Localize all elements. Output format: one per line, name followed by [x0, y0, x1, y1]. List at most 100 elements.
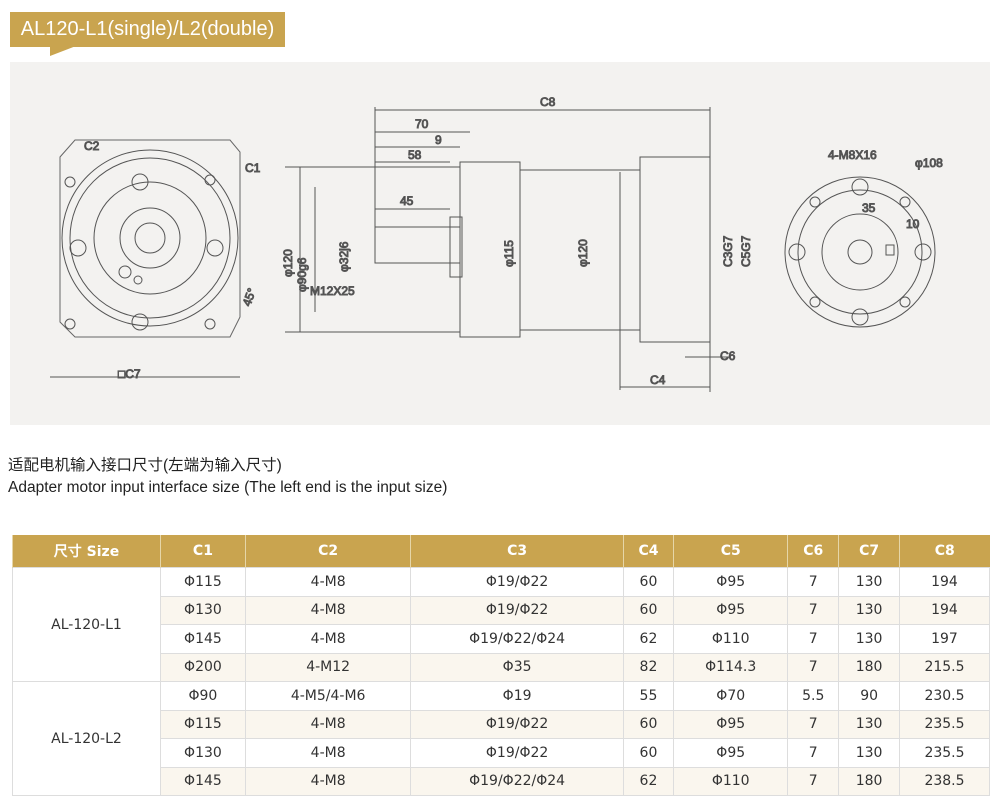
table-cell: Φ114.3	[673, 652, 789, 682]
table-cell: 4-M8	[244, 624, 412, 654]
label-c2: C2	[84, 139, 100, 153]
table-cell: Φ115	[160, 709, 246, 739]
label-phi120-body: φ120	[576, 239, 590, 267]
table-cell: 180	[838, 652, 900, 682]
table-cell: Φ110	[673, 624, 789, 654]
column-header: C8	[898, 535, 990, 568]
label-c4: C4	[650, 373, 666, 387]
label-phi120: φ120	[281, 249, 295, 277]
table-cell: Φ95	[673, 595, 789, 625]
table-cell: 180	[838, 766, 900, 796]
column-header: C4	[622, 535, 674, 568]
table-cell: Φ130	[160, 738, 246, 768]
column-header: C5	[673, 535, 788, 568]
table-cell: Φ200	[160, 652, 246, 682]
output-end-view	[784, 176, 936, 328]
table-cell: Φ145	[160, 624, 246, 654]
table-cell: 4-M8	[244, 567, 412, 597]
table-cell: Φ95	[673, 709, 789, 739]
table-cell: Φ19/Φ22	[410, 738, 624, 768]
label-45deg: 45°	[240, 286, 259, 308]
table-cell: 4-M12	[244, 652, 412, 682]
label-c6: C6	[720, 349, 736, 363]
model-cell: AL-120-L1	[12, 567, 161, 682]
table-cell: Φ95	[673, 738, 789, 768]
table-cell: 62	[622, 624, 675, 654]
table-cell: 215.5	[898, 652, 991, 682]
table-cell: 60	[622, 738, 675, 768]
table-cell: Φ115	[160, 567, 246, 597]
flange-front-view	[50, 139, 241, 378]
table-cell: 7	[787, 766, 840, 796]
table-cell: 7	[787, 624, 840, 654]
table-cell: Φ90	[160, 681, 246, 711]
table-cell: 197	[898, 624, 991, 654]
table-cell: 4-M8	[244, 709, 412, 739]
table-cell: 130	[838, 595, 900, 625]
table-cell: 130	[838, 738, 900, 768]
table-cell: 60	[622, 567, 675, 597]
gearbox-side-view	[285, 107, 730, 392]
label-c3g7: C3G7	[721, 235, 735, 267]
table-cell: Φ145	[160, 766, 246, 796]
label-10: 10	[906, 217, 920, 231]
table-cell: 4-M5/4-M6	[244, 681, 412, 711]
column-header: C7	[838, 535, 900, 568]
caption-english: Adapter motor input interface size (The …	[8, 479, 448, 496]
label-phi90g6: φ90g6	[295, 257, 309, 292]
table-cell: 62	[622, 766, 675, 796]
table-cell: 130	[838, 624, 900, 654]
table-cell: 7	[787, 595, 840, 625]
table-cell: Φ19/Φ22	[410, 567, 624, 597]
table-cell: Φ19	[410, 681, 624, 711]
table-cell: 5.5	[787, 681, 840, 711]
label-c1: C1	[245, 161, 261, 175]
table-cell: 235.5	[898, 738, 991, 768]
table-cell: Φ70	[673, 681, 789, 711]
label-c5g7: C5G7	[739, 235, 753, 267]
table-cell: 7	[787, 567, 840, 597]
column-header: 尺寸 Size	[12, 535, 161, 568]
table-cell: Φ110	[673, 766, 789, 796]
label-45: 45	[400, 194, 414, 208]
table-cell: 7	[787, 652, 840, 682]
table-cell: Φ35	[410, 652, 624, 682]
table-cell: 7	[787, 709, 840, 739]
table-cell: 4-M8	[244, 595, 412, 625]
column-header: C6	[787, 535, 839, 568]
technical-drawing: C2 C1 □C7 45° C8 70 9 58 45 φ120 φ90g6 φ…	[10, 62, 990, 425]
table-cell: 230.5	[898, 681, 991, 711]
label-58: 58	[408, 148, 422, 162]
table-cell: 194	[898, 595, 991, 625]
table-cell: 82	[622, 652, 675, 682]
table-cell: 7	[787, 738, 840, 768]
table-cell: 235.5	[898, 709, 991, 739]
label-phi32j6: φ32j6	[337, 241, 351, 272]
table-cell: 194	[898, 567, 991, 597]
table-cell: Φ19/Φ22/Φ24	[410, 766, 624, 796]
column-header: C3	[410, 535, 624, 568]
table-cell: 60	[622, 595, 675, 625]
table-cell: Φ19/Φ22	[410, 709, 624, 739]
table-cell: Φ19/Φ22/Φ24	[410, 624, 624, 654]
table-cell: Φ95	[673, 567, 789, 597]
label-4-m8x16: 4-M8X16	[828, 148, 877, 162]
label-9: 9	[435, 133, 442, 147]
table-cell: 130	[838, 567, 900, 597]
model-title-badge: AL120-L1(single)/L2(double)	[10, 12, 285, 47]
table-cell: 60	[622, 709, 675, 739]
label-c8: C8	[540, 95, 556, 109]
table-cell: 90	[838, 681, 900, 711]
label-phi115: φ115	[502, 240, 516, 267]
label-m12x25: M12X25	[310, 284, 355, 298]
label-35: 35	[862, 201, 876, 215]
model-cell: AL-120-L2	[12, 681, 161, 796]
